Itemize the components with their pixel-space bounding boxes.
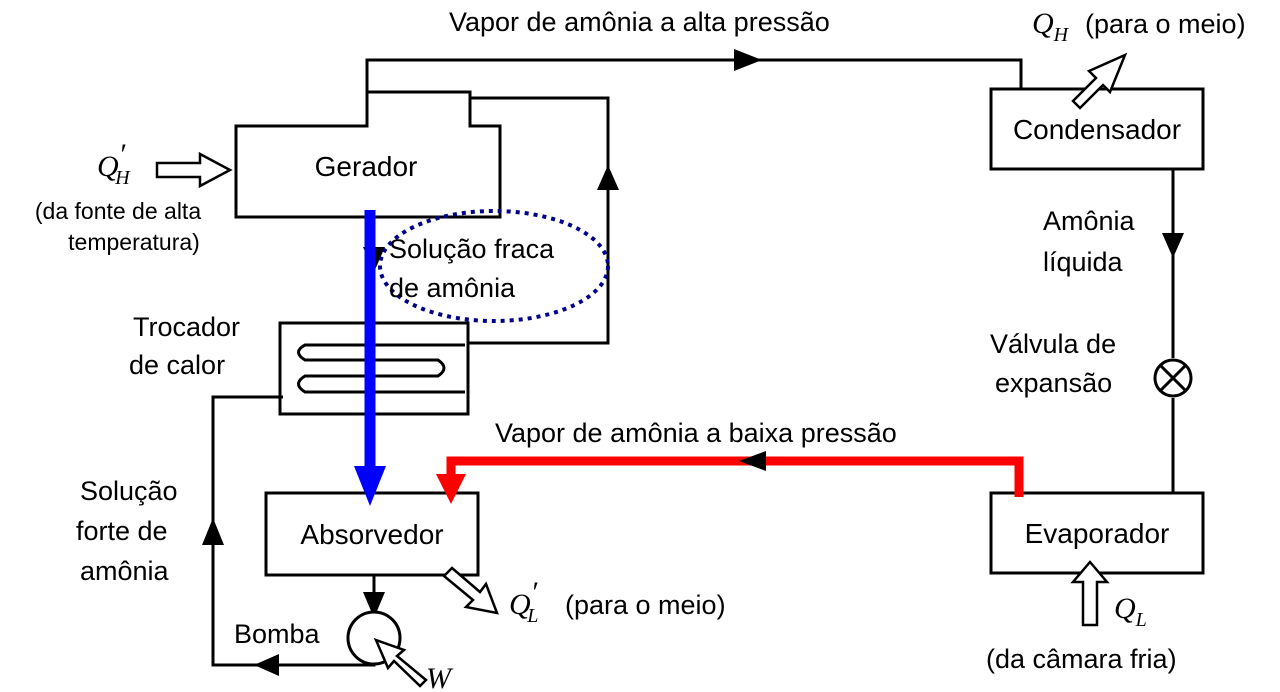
qh-note: (para o meio) [1085, 9, 1246, 39]
ql-prime-note: (para o meio) [565, 590, 726, 620]
arrow-down-icon [363, 592, 385, 618]
qh-prime-note-line2: temperatura) [68, 229, 200, 255]
arrow-down-icon [1162, 233, 1184, 258]
ql-note: (da câmara fria) [986, 644, 1177, 674]
strong-solution-label-line1: Solução [80, 476, 178, 506]
weak-solution-label-line1: Solução fraca [389, 234, 555, 264]
evaporator-label: Evaporador [1025, 518, 1170, 549]
qh-prime-arrow-icon [155, 151, 233, 189]
absorber-box: Absorvedor [264, 491, 480, 577]
high-pressure-vapor-label: Vapor de amônia a alta pressão [449, 7, 830, 37]
weak-solution-highlight [378, 209, 610, 323]
strong-solution-label-line2: forte de [76, 516, 168, 546]
strong-solution-label-line3: amônia [80, 556, 170, 586]
work-symbol: W [426, 662, 454, 692]
absorber-label: Absorvedor [300, 519, 443, 550]
arrow-right-icon [734, 49, 762, 71]
work-arrow-icon [373, 637, 428, 688]
low-pressure-vapor-arrow [436, 451, 1024, 504]
weak-solution-return-line [468, 96, 610, 345]
arrow-up-icon [202, 518, 224, 545]
arrow-left-icon [254, 654, 279, 676]
liquid-ammonia-label-line2: líquida [1043, 247, 1124, 277]
qh-arrow-icon [1071, 52, 1128, 110]
ql-prime-symbol: Q′L [509, 576, 538, 627]
high-pressure-vapor-line [365, 58, 1023, 92]
qh-prime-symbol: Q′H [97, 138, 131, 189]
weak-solution-arrow [354, 210, 386, 506]
weak-solution-label-line2: de amônia [389, 273, 516, 303]
generator-box: Gerador [234, 90, 502, 219]
generator-label: Gerador [315, 151, 418, 182]
condenser-label: Condensador [1013, 114, 1181, 145]
ql-arrow-icon [1070, 560, 1110, 627]
pump-label: Bomba [234, 619, 321, 649]
arrow-up-icon [597, 165, 619, 190]
condenser-box: Condensador [989, 87, 1205, 171]
qh-symbol: QH [1032, 7, 1070, 46]
expansion-valve-label-line2: expansão [995, 368, 1112, 398]
flow-arrowheads [202, 49, 1184, 676]
heat-exchanger-label-line1: Trocador [133, 312, 240, 342]
expansion-valve-label-line1: Válvula de [990, 329, 1116, 359]
liquid-ammonia-label-line1: Amônia [1043, 206, 1136, 236]
low-pressure-vapor-label: Vapor de amônia a baixa pressão [495, 418, 897, 448]
ql-prime-arrow-icon [442, 566, 499, 615]
qh-prime-note-line1: (da fonte de alta [35, 198, 201, 224]
expansion-valve-icon [1153, 358, 1193, 398]
heat-exchanger-label-line2: de calor [129, 350, 225, 380]
ql-symbol: QL [1114, 592, 1147, 631]
evaporator-box: Evaporador [989, 491, 1205, 575]
